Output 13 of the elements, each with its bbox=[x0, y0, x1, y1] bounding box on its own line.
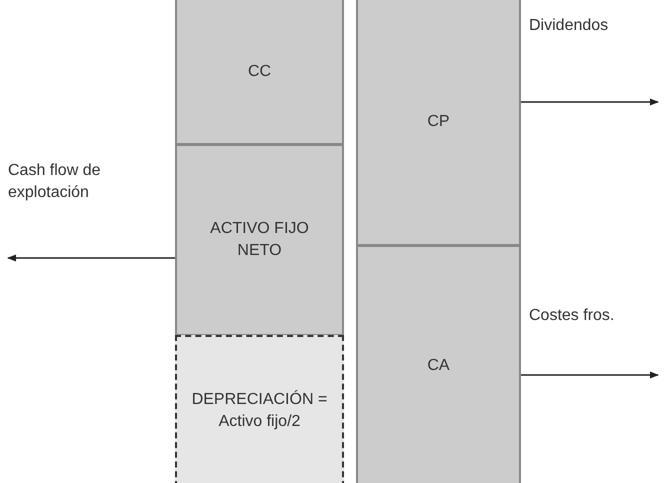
arrow bbox=[7, 254, 175, 262]
arrow bbox=[521, 98, 659, 106]
arrow bbox=[521, 371, 659, 379]
block-box bbox=[175, 144, 344, 336]
block-label: ACTIVO FIJO NETO bbox=[210, 219, 310, 261]
block-box bbox=[356, 0, 521, 246]
block-box bbox=[175, 335, 344, 483]
block-label: CA bbox=[427, 356, 450, 376]
block-box bbox=[356, 245, 521, 483]
block-label: DEPRECIACIÓN = Activo fijo/2 bbox=[190, 389, 328, 432]
block-label: CP bbox=[427, 112, 450, 132]
block-box bbox=[175, 0, 344, 145]
block-label: CC bbox=[248, 62, 272, 82]
